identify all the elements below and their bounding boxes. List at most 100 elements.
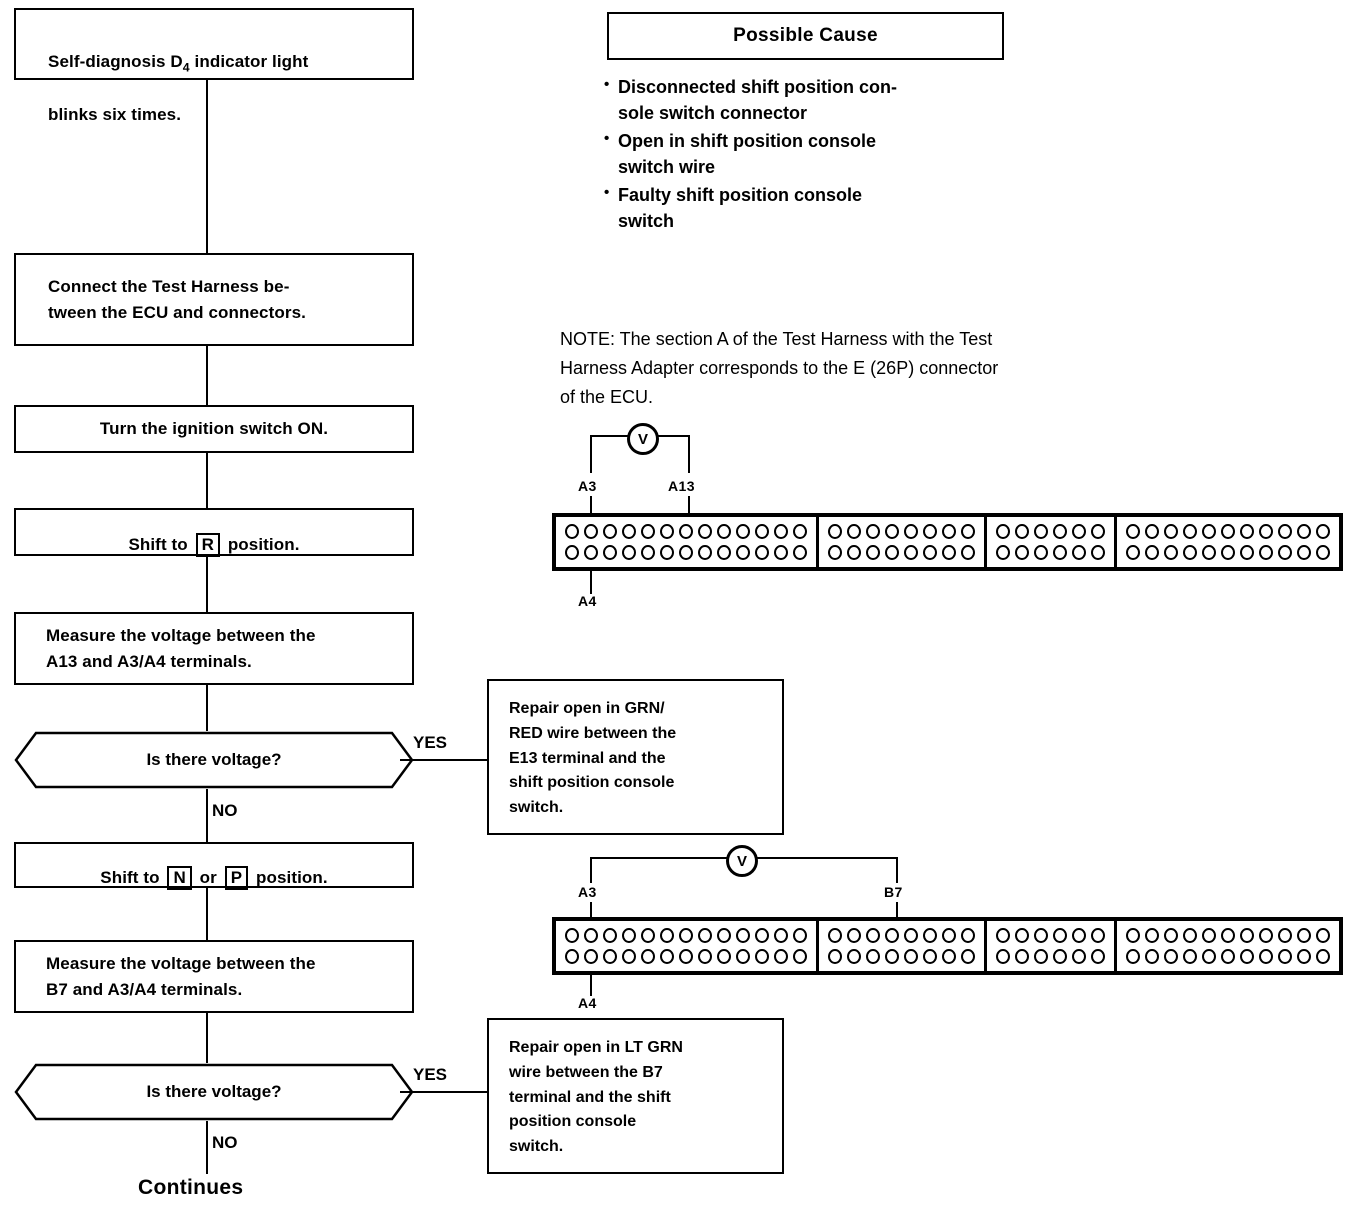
connector-pin [755, 545, 769, 560]
connector-pin [641, 949, 655, 964]
connector-pin [1164, 545, 1178, 560]
flow-continues-label: Continues [138, 1176, 244, 1199]
connector-pin [1126, 524, 1140, 539]
flow-start-box: Self-diagnosis D4 indicator light blinks… [14, 8, 414, 124]
connector-row-top [1126, 524, 1330, 539]
connector-pin [1183, 949, 1197, 964]
connector-pin [1316, 545, 1330, 560]
flow-start-text: Self-diagnosis D4 indicator light blinks… [48, 51, 309, 124]
connector-section-3 [987, 921, 1117, 971]
connector-pin [847, 949, 861, 964]
flow-label-yes-1: YES [413, 733, 448, 752]
connector-row-top [828, 524, 975, 539]
note-line: Harness Adapter corresponds to the E (26… [560, 357, 999, 378]
connector-row-bottom [996, 545, 1105, 560]
connector-row-top [996, 524, 1105, 539]
voltmeter-icon-1: V [627, 423, 659, 455]
connector-pin [1221, 545, 1235, 560]
connector-pin [641, 545, 655, 560]
connector-pin [942, 524, 956, 539]
connector-pin [1053, 524, 1067, 539]
connector-pin [996, 928, 1010, 943]
meter-lead-left-1 [591, 435, 629, 437]
connector-pin [1297, 949, 1311, 964]
connector-pin [679, 545, 693, 560]
list-item-text: Faulty shift position console switch [618, 185, 863, 232]
repair-box-lt-grn: Repair open in LT GRN wire between the B… [487, 1018, 784, 1174]
connector-pin [660, 949, 674, 964]
connector-pin [1034, 949, 1048, 964]
connector-pin [1183, 524, 1197, 539]
connector-pin [1034, 928, 1048, 943]
repair-1-line: shift position console [509, 774, 675, 792]
connector-pin [1034, 545, 1048, 560]
connector-pin [904, 928, 918, 943]
connector-pin [1297, 928, 1311, 943]
gear-key-r: R [195, 533, 220, 557]
repair-1-line: switch. [509, 799, 564, 817]
terminal-label-a3-2: A3 [578, 884, 597, 900]
connector-pin [961, 545, 975, 560]
connector-pin [793, 928, 807, 943]
flow-step-connect-text: Connect the Test Harness be- tween the E… [48, 277, 306, 322]
repair-1-line: E13 terminal and the [509, 749, 666, 767]
list-item-text: Disconnected shift position con- sole sw… [618, 77, 898, 124]
connector-pin [1053, 928, 1067, 943]
connector-pin [885, 949, 899, 964]
repair-2-line: terminal and the shift [509, 1088, 671, 1106]
flow-step-shift-np-text: Shift to N or P position. [100, 840, 328, 891]
connector-pin [660, 928, 674, 943]
flow-line-shiftr-measure [206, 556, 208, 612]
connector-pin [996, 524, 1010, 539]
flow-line-connect-ignition [206, 346, 208, 405]
flow-step-shift-np: Shift to N or P position. [14, 840, 414, 891]
connector-pin [584, 545, 598, 560]
connector-pin [1164, 928, 1178, 943]
connector-pin [755, 524, 769, 539]
connector-pin [698, 928, 712, 943]
connector-pin [641, 928, 655, 943]
flow-step-shift-r-text: Shift to R position. [128, 507, 299, 558]
connector-pin [1240, 928, 1254, 943]
flow-line-no-2 [206, 1121, 208, 1174]
connector-pin [1259, 949, 1273, 964]
connector-pin [717, 545, 731, 560]
possible-cause-title: Possible Cause [733, 25, 878, 46]
connector-section-4 [1117, 517, 1339, 567]
connector-pin [793, 949, 807, 964]
connector-row-top [565, 524, 807, 539]
connector-row-top [828, 928, 975, 943]
connector-pin [996, 545, 1010, 560]
terminal-label-a3-1: A3 [578, 478, 597, 494]
flow-step-shift-r: Shift to R position. [14, 507, 414, 558]
connector-pin [1278, 928, 1292, 943]
connector-pin [603, 928, 617, 943]
connector-pin [1053, 949, 1067, 964]
connector-pin [1072, 545, 1086, 560]
connector-pin [736, 949, 750, 964]
connector-pin [1202, 928, 1216, 943]
connector-pin [847, 524, 861, 539]
connector-pin [641, 524, 655, 539]
connector-pin [1221, 524, 1235, 539]
connector-pin [1145, 928, 1159, 943]
connector-pin [1015, 524, 1029, 539]
connector-pin [1164, 524, 1178, 539]
note-text: NOTE: The section A of the Test Harness … [560, 325, 1240, 411]
connector-pin [885, 524, 899, 539]
connector-pin [698, 545, 712, 560]
connector-strip-1 [552, 513, 1343, 571]
connector-pin [565, 545, 579, 560]
connector-pin [923, 928, 937, 943]
repair-2-line: switch. [509, 1138, 564, 1156]
flow-line-start-connect [206, 80, 208, 253]
meter-lead-left-2 [591, 857, 728, 859]
connector-pin [866, 928, 880, 943]
connector-pin [996, 949, 1010, 964]
connector-pin [603, 524, 617, 539]
probe-stem-a4-2 [590, 966, 592, 996]
connector-pin [1297, 545, 1311, 560]
repair-1-line: RED wire between the [509, 724, 677, 742]
connector-pin [1202, 545, 1216, 560]
connector-pin [961, 524, 975, 539]
